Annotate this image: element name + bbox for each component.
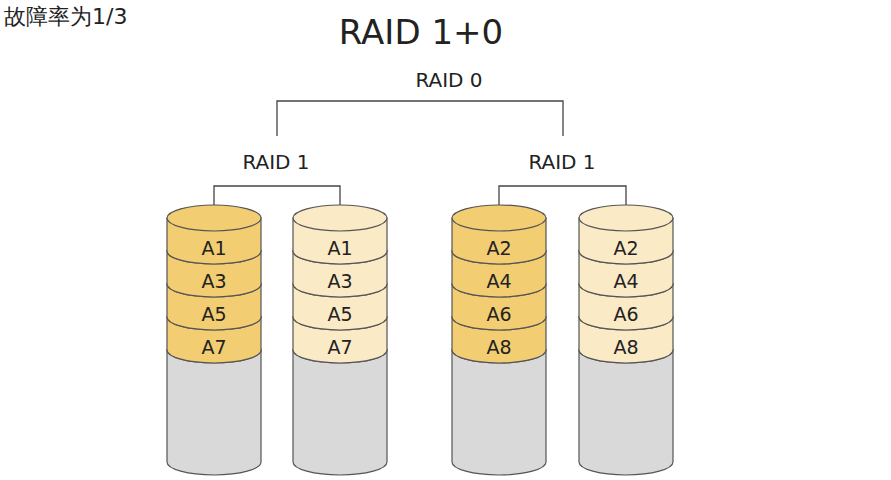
block-label: A4 bbox=[613, 270, 638, 292]
disk-block-top bbox=[293, 205, 387, 231]
block-label: A3 bbox=[201, 270, 226, 292]
block-label: A3 bbox=[327, 270, 352, 292]
disk-empty-space bbox=[579, 350, 673, 475]
data-block: A7 bbox=[179, 335, 249, 359]
disk-empty-space bbox=[293, 350, 387, 475]
raid1-bracket bbox=[214, 186, 340, 206]
data-block: A3 bbox=[305, 269, 375, 293]
block-label: A2 bbox=[613, 237, 638, 259]
raid0-bracket bbox=[277, 101, 563, 136]
block-label: A1 bbox=[327, 237, 352, 259]
block-label: A6 bbox=[486, 303, 511, 325]
block-label: A5 bbox=[327, 303, 352, 325]
data-block: A5 bbox=[305, 302, 375, 326]
block-label: A2 bbox=[486, 237, 511, 259]
block-label: A8 bbox=[486, 336, 511, 358]
disk-block-top bbox=[579, 205, 673, 231]
data-block: A4 bbox=[464, 269, 534, 293]
block-label: A8 bbox=[613, 336, 638, 358]
data-block: A1 bbox=[305, 236, 375, 260]
data-block: A8 bbox=[464, 335, 534, 359]
block-label: A7 bbox=[201, 336, 226, 358]
data-block: A7 bbox=[305, 335, 375, 359]
data-block: A2 bbox=[464, 236, 534, 260]
raid-level-label: RAID 0 bbox=[415, 68, 482, 92]
block-label: A1 bbox=[201, 237, 226, 259]
block-label: A6 bbox=[613, 303, 638, 325]
disk-empty-space bbox=[452, 350, 546, 475]
raid1-bracket bbox=[499, 186, 626, 206]
data-block: A1 bbox=[179, 236, 249, 260]
bracket-lines bbox=[214, 101, 626, 206]
data-block: A6 bbox=[591, 302, 661, 326]
disk-block-top bbox=[452, 205, 546, 231]
block-label: A5 bbox=[201, 303, 226, 325]
block-label: A7 bbox=[327, 336, 352, 358]
note-text: 故障率为1/3 bbox=[4, 2, 127, 32]
data-block: A3 bbox=[179, 269, 249, 293]
data-block: A2 bbox=[591, 236, 661, 260]
disk-cylinders bbox=[167, 205, 673, 475]
data-block: A8 bbox=[591, 335, 661, 359]
disk-block-top bbox=[167, 205, 261, 231]
block-label: A4 bbox=[486, 270, 511, 292]
raid-level-label: RAID 1 bbox=[242, 150, 309, 174]
data-block: A4 bbox=[591, 269, 661, 293]
data-block: A5 bbox=[179, 302, 249, 326]
data-block: A6 bbox=[464, 302, 534, 326]
diagram-title: RAID 1+0 bbox=[339, 12, 503, 52]
disk-empty-space bbox=[167, 350, 261, 475]
raid-level-label: RAID 1 bbox=[528, 150, 595, 174]
